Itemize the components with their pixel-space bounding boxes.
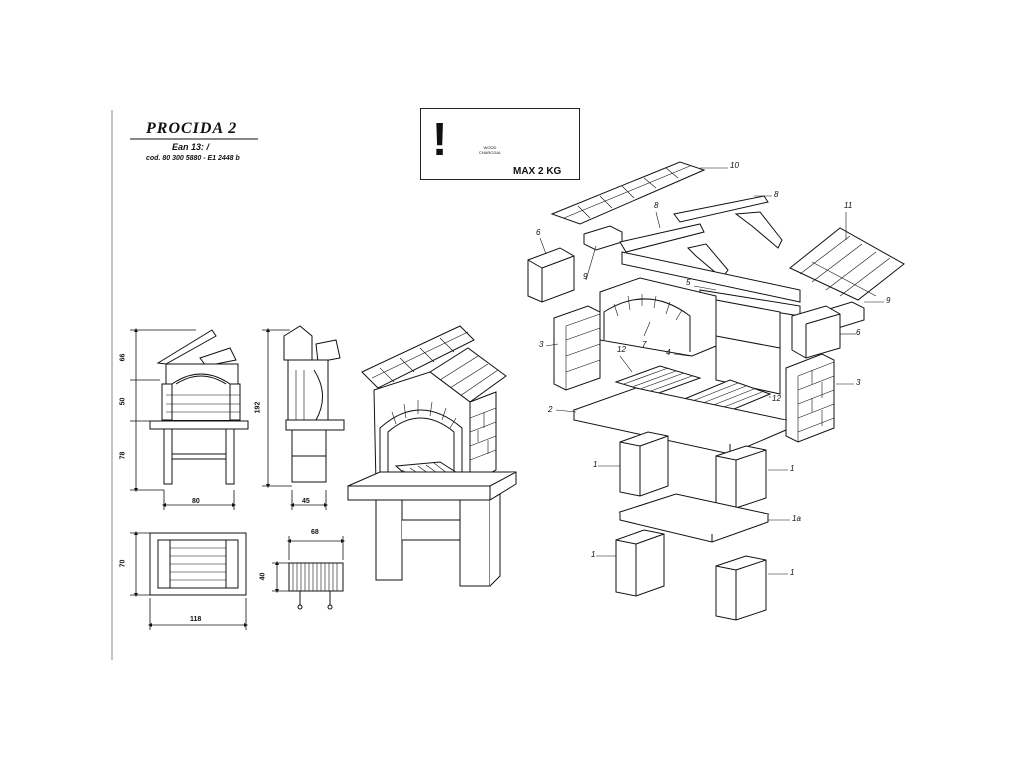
side-dimension-lines — [262, 328, 328, 510]
plan-dimension-lines — [130, 531, 248, 630]
part-label-6-left: 6 — [536, 228, 541, 237]
grill-detail — [288, 562, 344, 610]
part-label-12-right: 12 — [772, 394, 781, 403]
part-label-8-upper: 8 — [774, 190, 779, 199]
part-label-2: 2 — [548, 405, 553, 414]
part-label-8-lower: 8 — [654, 201, 659, 210]
exclamation-icon: ! — [432, 113, 448, 165]
part-label-9-right: 9 — [886, 296, 891, 305]
max-load-label: MAX 2 KG — [513, 166, 562, 177]
part-label-1-lower-right: 1 — [790, 568, 795, 577]
part-label-1-lower-left: 1 — [591, 550, 596, 559]
dim-front-mid: 50 — [119, 397, 127, 406]
part-label-10: 10 — [730, 161, 739, 170]
front-dimension-lines — [130, 328, 236, 510]
part-label-1-upper-left: 1 — [593, 460, 598, 469]
leader-lines — [539, 167, 884, 575]
plan-view — [149, 532, 247, 596]
dim-front-low: 78 — [119, 451, 127, 460]
part-label-3-left: 3 — [539, 340, 544, 349]
assembled-view — [347, 325, 517, 587]
part-label-4: 4 — [666, 348, 671, 357]
dim-plan-depth: 70 — [119, 559, 127, 568]
exploded-view — [527, 161, 905, 621]
dim-grill-width: 68 — [311, 529, 319, 536]
part-label-9-left: 9 — [583, 272, 588, 281]
ean-code: Ean 13: / — [172, 142, 210, 152]
part-label-1-upper-right: 1 — [790, 464, 795, 473]
charcoal-bag-label: WOOD CHARCOAL — [478, 145, 502, 155]
dim-front-width: 80 — [192, 498, 200, 505]
front-elevation — [149, 329, 249, 485]
side-elevation — [283, 325, 345, 483]
part-label-1a: 1a — [792, 514, 801, 523]
part-label-12-left: 12 — [617, 345, 626, 354]
product-code: cod. 80 300 5880 - E1 2448 b — [146, 155, 240, 162]
dim-side-height: 192 — [254, 401, 262, 414]
product-title: PROCIDA 2 — [146, 120, 238, 137]
grill-dimension-lines — [272, 536, 345, 593]
part-label-11: 11 — [844, 201, 853, 210]
part-label-5: 5 — [686, 278, 691, 287]
part-label-7: 7 — [642, 340, 647, 349]
part-label-6-right: 6 — [856, 328, 861, 337]
part-label-3-right: 3 — [856, 378, 861, 387]
dim-front-top: 66 — [119, 353, 127, 362]
warning-box — [420, 108, 580, 180]
dim-side-depth: 45 — [302, 498, 310, 505]
dim-grill-depth: 40 — [259, 572, 267, 581]
dim-plan-width: 118 — [190, 616, 202, 623]
